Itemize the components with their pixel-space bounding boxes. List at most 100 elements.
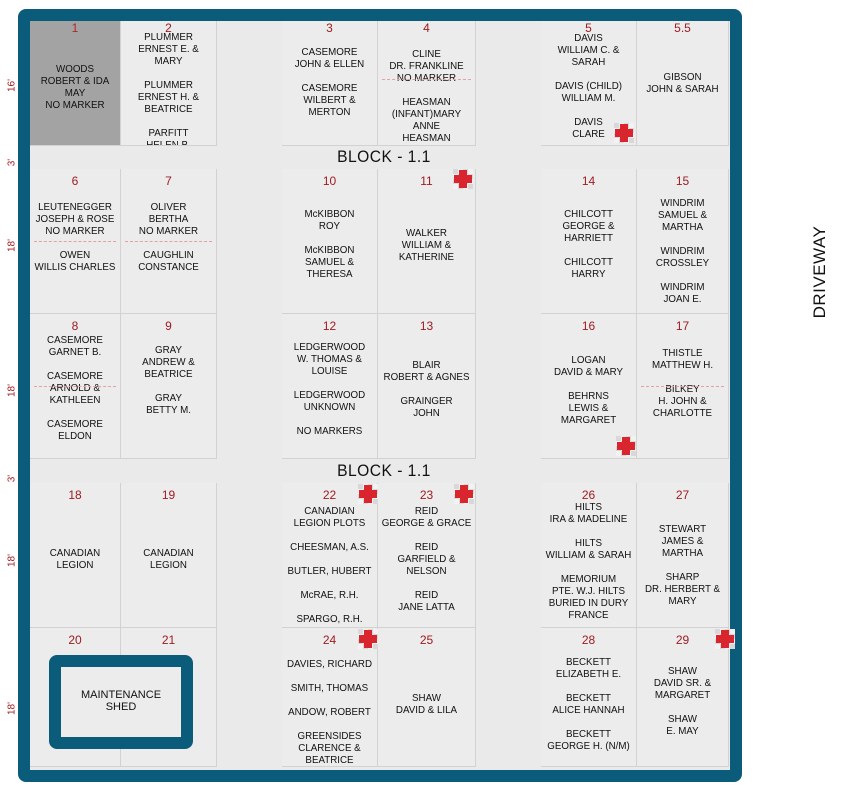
interment-line: BECKETT	[565, 692, 612, 704]
interment-line: ANDOW, ROBERT	[288, 706, 371, 718]
interment-line: CASEMORE	[47, 418, 103, 430]
line-spacer	[33, 406, 117, 418]
interment-line: ELDON	[58, 430, 92, 442]
interment-line: NO MARKER	[45, 225, 105, 237]
interment-line: UNKNOWN	[303, 401, 356, 413]
interment-line: CAUGHLIN	[143, 249, 194, 261]
interment-line: WINDRIM	[660, 281, 705, 293]
interment-line: LEDGERWOOD	[293, 389, 366, 401]
interment-line: JANE LATTA	[398, 601, 455, 613]
interment-line: GRAY	[155, 392, 182, 404]
row-measure: 18'	[6, 701, 18, 716]
line-spacer	[124, 237, 212, 249]
interment-line: THISTLE	[662, 347, 703, 359]
interment-line: SPARGO, R.H.	[296, 613, 363, 625]
interment-line: GRAINGER	[400, 395, 453, 407]
interment-line: (INFANT)MARY ANNE	[391, 108, 462, 132]
interment-line: FRANCE	[568, 609, 609, 621]
interment-line: JOHN	[413, 407, 440, 419]
lot-number: 5.5	[674, 21, 691, 35]
interment-line: BEHRNS	[568, 390, 609, 402]
line-spacer	[285, 577, 373, 589]
interment-line: BETTY M.	[146, 404, 191, 416]
grave-marker-icon	[358, 629, 378, 649]
lot-number: 15	[675, 174, 690, 188]
interment-line: DAVID & MARY	[553, 366, 624, 378]
interment-line: CLARENCE &	[298, 742, 361, 754]
interment-line: BEATRICE	[144, 103, 193, 115]
interment-line: ARNOLD &	[50, 382, 100, 394]
line-spacer	[33, 237, 117, 249]
interment-line: SHARP	[665, 571, 700, 583]
lot-number: 4	[423, 21, 430, 35]
interment-line: IRA & MADELINE	[549, 513, 628, 525]
interment-line: PARFITT	[148, 127, 189, 139]
line-spacer	[381, 84, 471, 96]
interment-line: WILLIAM & SARAH	[545, 549, 632, 561]
lot-number: 28	[581, 633, 596, 647]
interment-line: JOAN E.	[663, 293, 702, 305]
lot-number: 21	[161, 633, 176, 647]
interment-line: GARNET B.	[48, 346, 102, 358]
lot-number: 6	[71, 174, 79, 188]
lot-number: 29	[675, 633, 690, 647]
interment-line: CANADIAN	[49, 547, 101, 559]
plot-divider	[125, 241, 212, 242]
line-spacer	[124, 115, 212, 127]
driveway-label: DRIVEWAY	[810, 225, 829, 319]
interment-line: BERTHA	[148, 213, 189, 225]
line-spacer	[544, 525, 632, 537]
interment-line: SHAW	[412, 692, 441, 704]
block-label: BLOCK - 1.1	[337, 147, 431, 166]
line-spacer	[124, 380, 212, 392]
line-spacer	[285, 670, 373, 682]
lot-number: 27	[675, 488, 690, 502]
interment-line: WILBERT &	[303, 94, 356, 106]
lot-number: 24	[322, 633, 337, 647]
line-spacer	[124, 67, 212, 79]
line-spacer	[33, 358, 117, 370]
interment-line: MARY	[668, 595, 697, 607]
shed-label-line: SHED	[105, 701, 137, 713]
line-spacer	[544, 68, 632, 80]
interment-line: CLARE	[572, 128, 605, 140]
line-spacer	[640, 559, 725, 571]
line-spacer	[285, 529, 373, 541]
lot-number: 3	[326, 21, 333, 35]
